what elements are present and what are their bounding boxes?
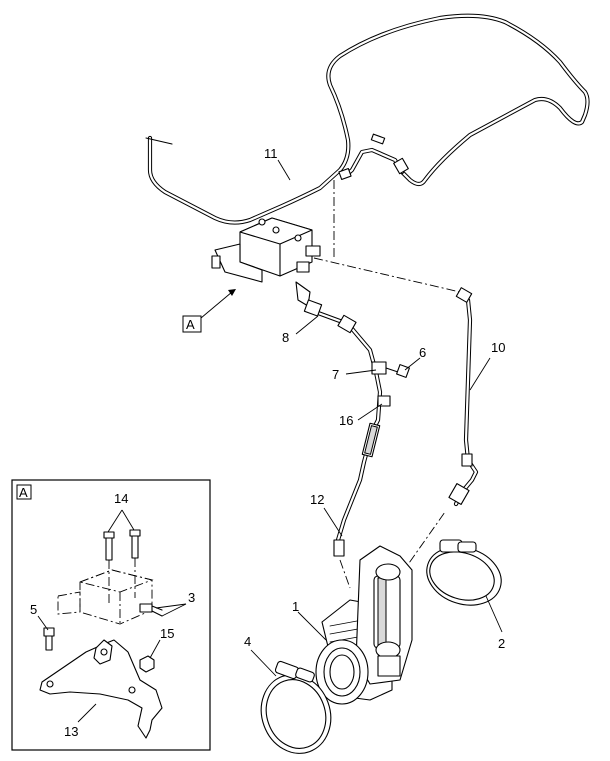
view-a-flag-label: A [186,317,195,332]
callout-10: 10 [491,340,505,355]
callout-12: 12 [310,492,324,507]
callout-2: 2 [498,636,505,651]
detail-view-a [11,479,211,751]
callout-7: 7 [332,367,339,382]
centerline-1 [313,257,461,293]
callout-4: 4 [244,634,251,649]
callout-14: 14 [114,491,128,506]
clamp-4 [260,660,332,754]
clamp-2 [426,539,502,606]
detail-view-a-label: A [19,485,28,500]
callout-13: 13 [64,724,78,739]
centerline-3 [339,559,351,589]
callout-15: 15 [160,626,174,641]
callout-11: 11 [264,146,278,161]
callout-16: 16 [339,413,353,428]
callout-5: 5 [30,602,37,617]
callout-3: 3 [188,590,195,605]
tube-8-7-16-12 [303,299,410,557]
cooler-assembly [315,545,413,705]
leader-lines [37,159,503,723]
valve-block-assembly [211,217,321,307]
tube-10 [448,287,479,507]
view-a-flag [182,289,236,333]
tube-11 [145,13,590,225]
callout-1: 1 [292,599,299,614]
callout-8: 8 [282,330,289,345]
centerline-4 [389,511,446,591]
callout-6: 6 [419,345,426,360]
